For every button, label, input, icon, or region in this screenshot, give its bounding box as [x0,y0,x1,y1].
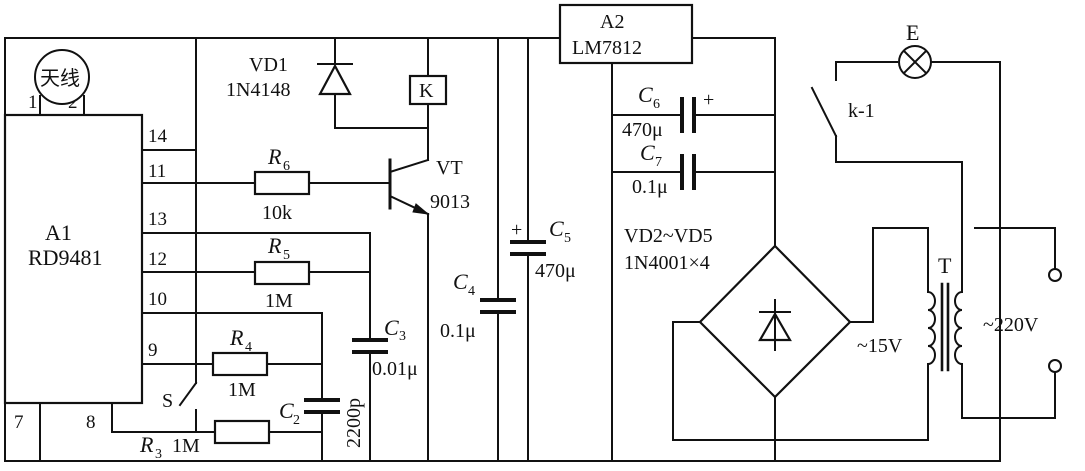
resistor-r6: R 6 10k [253,144,391,224]
pin-14-label: 14 [148,126,168,147]
capacitor-c5: + C 5 470μ [510,37,576,462]
capacitor-c2: C 2 2200p [279,312,365,462]
c4-value: 0.1μ [440,320,476,342]
r5-value: 1M [265,290,293,312]
antenna: 天线 [34,49,90,116]
c5-plus: + [511,219,522,241]
pin-9-label: 9 [148,340,158,361]
c5-name: C [549,216,564,241]
vt-name: VT [436,157,463,179]
r5-name: R [267,233,282,258]
lamp-e: E [898,20,1001,79]
r4-sub: 4 [245,340,252,355]
capacitor-c7: C 7 0.1μ [611,140,776,198]
pin-11-label: 11 [148,161,166,182]
capacitor-c3: C 3 0.01μ [352,232,418,462]
c6-sub: 6 [653,97,660,112]
c7-value: 0.1μ [632,176,668,198]
r3-name: R [139,432,154,457]
pin-8-label: 8 [86,412,96,433]
capacitor-c6: C 6 + 470μ [611,82,776,141]
relay-label: K [419,80,434,102]
ic-a2-name: A2 [600,11,624,33]
pin-7-label: 7 [14,412,24,433]
vd1-name: VD1 [249,54,288,76]
pin-13-label: 13 [148,209,167,230]
resistor-r3: R 3 1M [139,419,323,462]
r3-sub: 3 [155,447,162,462]
relay-contact-label: k-1 [848,100,875,122]
transistor-vt: VT 9013 [388,157,470,462]
r6-value: 10k [262,202,292,224]
transformer-secondary: ~15V [857,335,903,357]
bridge-part: 1N4001×4 [624,252,710,274]
resistor-r4: R 4 1M [211,325,323,401]
ic-a1-name: A1 [45,220,72,245]
r6-name: R [267,144,282,169]
r4-name: R [229,325,244,350]
c6-plus: + [703,89,714,111]
c5-sub: 5 [564,231,571,246]
vt-part: 9013 [430,191,470,213]
c5-value: 470μ [535,260,576,282]
c3-value: 0.01μ [372,358,418,380]
capacitor-c4: C 4 0.1μ [440,37,516,462]
bridge-rectifier: VD2~VD5 1N4001×4 [624,225,929,462]
r3-value: 1M [172,435,200,457]
vd1-part: 1N4148 [226,79,290,101]
relay-contact-k1: k-1 [810,61,963,181]
c4-name: C [453,269,468,294]
c2-sub: 2 [293,413,300,428]
diode-vd1: VD1 1N4148 [226,37,429,129]
r6-sub: 6 [283,159,290,174]
ic-a2-part: LM7812 [572,37,642,59]
bridge-name: VD2~VD5 [624,225,713,247]
ic-a1: A1 RD9481 14 11 13 12 10 9 7 8 1 2 [3,92,371,462]
transformer-t: T ~15V ~220V [857,179,1039,441]
transformer-label: T [938,253,952,278]
r5-sub: 5 [283,248,290,263]
c3-sub: 3 [399,329,406,344]
switch-label: S [162,390,173,412]
pin-12-label: 12 [148,249,167,270]
c7-name: C [640,140,655,165]
c7-sub: 7 [655,155,662,170]
c3-name: C [384,315,399,340]
pin-10-label: 10 [148,289,167,310]
switch-s: S [162,149,198,433]
c2-value: 2200p [343,398,365,448]
ic-a1-part: RD9481 [28,245,103,270]
resistor-r5: R 5 1M [253,233,371,312]
r4-value: 1M [228,379,256,401]
c2-name: C [279,398,294,423]
c6-name: C [638,82,653,107]
pin-1-label: 1 [28,92,38,113]
ic-a2: A2 LM7812 [558,3,694,462]
mains-input [974,61,1062,462]
antenna-label: 天线 [40,67,80,90]
lamp-label: E [906,20,919,45]
relay-coil-k: K [408,37,448,161]
transformer-primary: ~220V [983,314,1039,336]
c6-value: 470μ [622,119,663,141]
c4-sub: 4 [468,284,475,299]
